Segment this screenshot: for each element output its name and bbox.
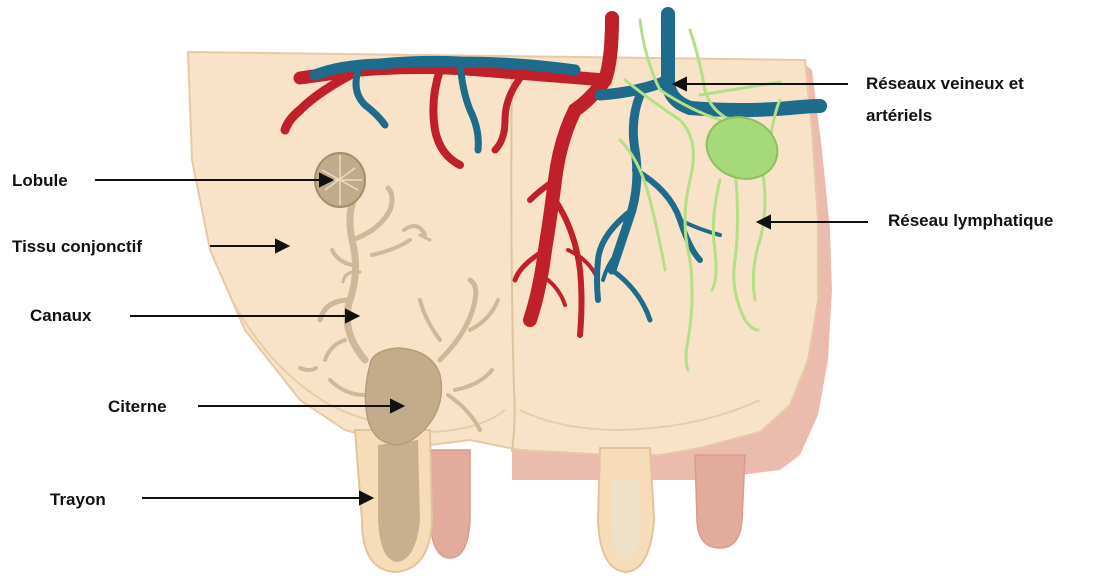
label-tissu-conjonctif: Tissu conjonctif [12, 236, 142, 258]
rear-teat-left [430, 450, 470, 558]
label-trayon: Trayon [50, 489, 106, 511]
label-reseaux-veineux-arteriels: Réseaux veineux et artériels [866, 68, 1086, 132]
arrow-trayon [142, 492, 372, 504]
label-lobule: Lobule [12, 170, 68, 192]
label-reseau-lymphatique: Réseau lymphatique [888, 210, 1053, 232]
label-canaux: Canaux [30, 305, 91, 327]
rear-teat-right [695, 455, 745, 548]
teat-canal [378, 440, 420, 562]
label-citerne: Citerne [108, 396, 167, 418]
